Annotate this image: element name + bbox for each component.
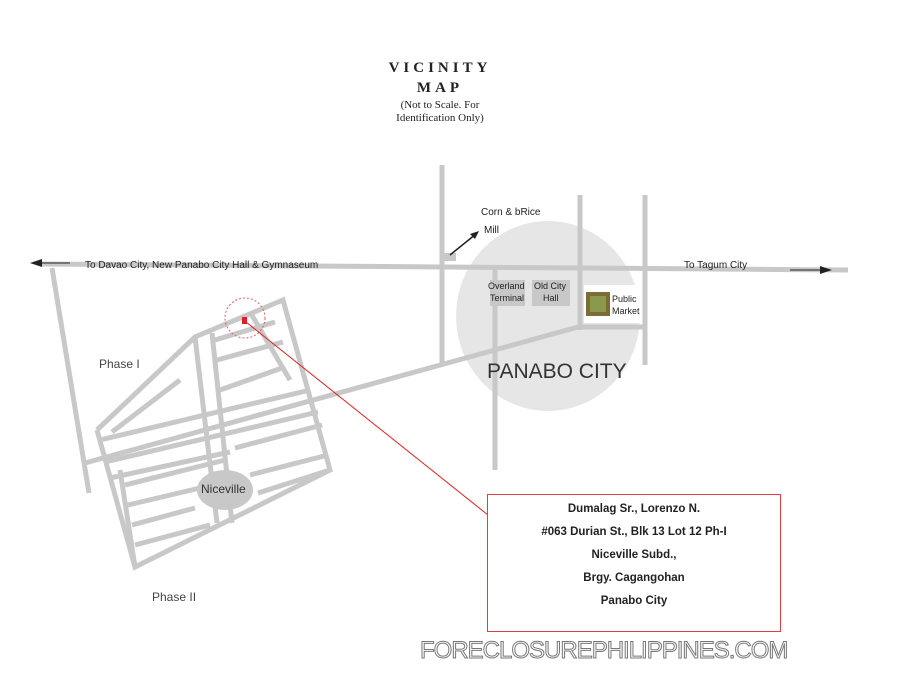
panabo-city-label: PANABO CITY bbox=[487, 360, 627, 383]
niceville-label: Niceville bbox=[201, 482, 246, 496]
corn-mill-label: Corn & bRice bbox=[481, 207, 541, 218]
title-line2: MAP bbox=[416, 80, 464, 96]
watermark: FORECLOSUREPHILIPPINES.COM bbox=[419, 637, 788, 665]
road-to-panabo bbox=[84, 324, 579, 466]
note-line1: (Not to Scale. For bbox=[400, 99, 480, 111]
overland-terminal bbox=[490, 280, 525, 306]
property-marker bbox=[242, 317, 247, 324]
hall-label: Hall bbox=[543, 293, 559, 303]
owner-name: Dumalag Sr., Lorenzo N. bbox=[567, 503, 701, 515]
mill-arrow-icon bbox=[449, 233, 477, 256]
terminal-label: Terminal bbox=[490, 293, 525, 303]
address-line3: Brgy. Cagangohan bbox=[583, 572, 685, 584]
title-line1: VICINITY bbox=[388, 60, 492, 76]
right-arrow-icon bbox=[820, 266, 832, 274]
address-line1: #063 Durian St., Blk 13 Lot 12 Ph-I bbox=[541, 526, 727, 538]
note-line2: Identification Only) bbox=[396, 112, 484, 124]
phase-2-label: Phase II bbox=[152, 590, 197, 604]
overland-label: Overland bbox=[488, 281, 525, 291]
address-line2: Niceville Subd., bbox=[591, 549, 677, 561]
callout-line bbox=[245, 321, 489, 516]
market-label: Market bbox=[612, 306, 640, 316]
address-box: Dumalag Sr., Lorenzo N. #063 Durian St.,… bbox=[487, 494, 781, 632]
left-arrow-icon bbox=[30, 259, 42, 267]
address-line4: Panabo City bbox=[600, 595, 668, 607]
old-city-hall bbox=[532, 280, 570, 306]
phase-1-label: Phase I bbox=[99, 357, 140, 371]
to-davao-label: To Davao City, New Panabo City Hall & Gy… bbox=[85, 260, 319, 271]
to-tagum-label: To Tagum City bbox=[684, 260, 748, 271]
niceville-landmark bbox=[197, 470, 253, 510]
public-label: Public bbox=[612, 294, 637, 304]
location-highlight bbox=[224, 297, 266, 339]
mill-label: Mill bbox=[484, 225, 499, 236]
old-city-label: Old City bbox=[534, 281, 567, 291]
